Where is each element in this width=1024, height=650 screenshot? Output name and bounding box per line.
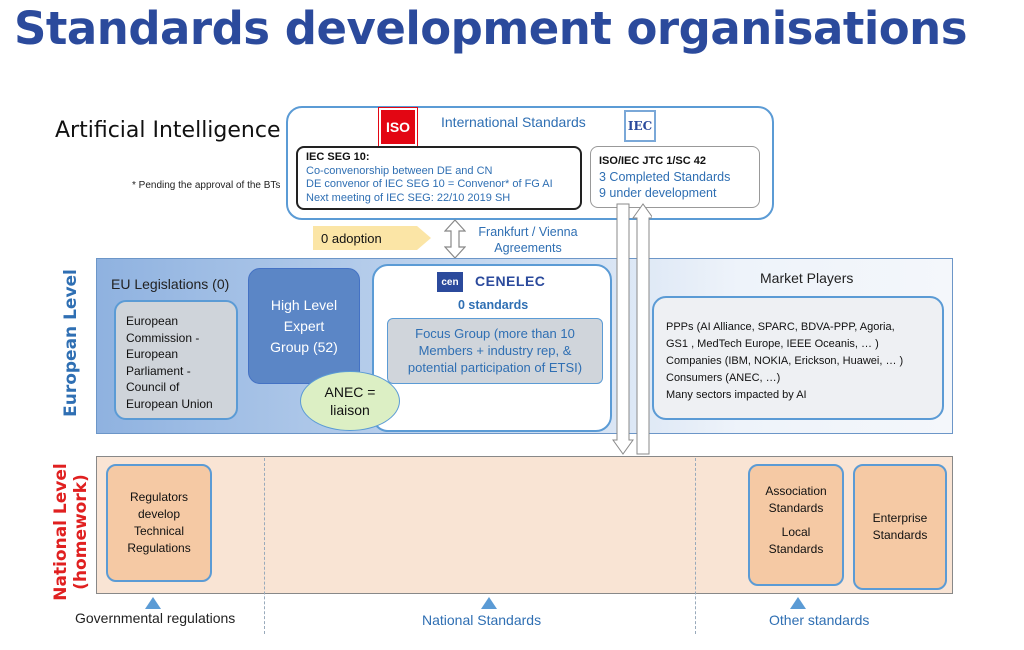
- focus-group-line: Members + industry rep, &: [418, 343, 572, 358]
- eu-institutions-line: European: [126, 314, 179, 328]
- iec-seg-line: DE convenor of IEC SEG 10 = Convenor* of…: [306, 178, 553, 190]
- adoption-label: 0 adoption: [321, 230, 382, 246]
- iec-seg-heading: IEC SEG 10:: [306, 151, 370, 163]
- anec-line: liaison: [330, 402, 370, 418]
- association-line: Standards: [768, 501, 824, 515]
- hleg-line: Group (52): [270, 338, 338, 355]
- national-level-text: National Level (homework): [51, 463, 91, 600]
- regulators-line: Regulations: [127, 541, 191, 555]
- market-players-box: PPPs (AI Alliance, SPARC, BDVA-PPP, Agor…: [652, 296, 944, 420]
- iec-seg-line: Co-convenorship between DE and CN: [306, 164, 493, 177]
- eu-institutions-line: Parliament -: [126, 363, 191, 378]
- european-level-label: European Level: [56, 268, 86, 418]
- double-arrow-icon: [444, 219, 466, 259]
- eu-institutions-line: European Union: [126, 396, 213, 411]
- international-standards-label: International Standards: [441, 114, 586, 130]
- regulators-box: Regulators develop Technical Regulations: [106, 464, 212, 582]
- enterprise-line: Standards: [872, 528, 928, 542]
- eu-institutions-line: European: [126, 347, 179, 361]
- cen-standards-count: 0 standards: [458, 298, 529, 312]
- regulators-line: Technical: [133, 524, 185, 538]
- adoption-arrow-tip: [417, 226, 431, 250]
- frankfurt-vienna-label: Frankfurt / Vienna Agreements: [478, 225, 578, 255]
- high-level-expert-group-box: High Level Expert Group (52): [248, 268, 360, 384]
- eu-institutions-line: Commission -: [126, 330, 200, 345]
- hleg-line: High Level: [270, 296, 338, 313]
- divider-left: [264, 458, 265, 634]
- triangle-icon: [481, 597, 497, 609]
- regulators-line: Regulators: [129, 490, 189, 504]
- iec-seg-box: IEC SEG 10: Co-convenorship between DE a…: [296, 146, 582, 210]
- anec-liaison-ellipse: ANEC = liaison: [300, 371, 400, 431]
- iec-seg-line: Next meeting of IEC SEG: 22/10 2019 SH: [306, 191, 511, 204]
- adoption-arrow: 0 adoption: [313, 226, 417, 250]
- regulators-line: develop: [137, 507, 181, 521]
- page-title: Standards development organisations: [14, 2, 968, 55]
- enterprise-line: Enterprise: [872, 511, 928, 525]
- local-line: Local: [781, 525, 811, 539]
- market-players-title: Market Players: [760, 270, 854, 286]
- jtc-box: ISO/IEC JTC 1/SC 42 3 Completed Standard…: [590, 146, 760, 208]
- market-players-line: GS1 , MedTech Europe, IEEE Oceanis, … ): [666, 338, 879, 350]
- pending-footnote: * Pending the approval of the BTs: [132, 180, 281, 191]
- national-standards-label: National Standards: [422, 612, 542, 628]
- association-line: Association: [765, 484, 827, 498]
- other-standards-label: Other standards: [769, 612, 870, 628]
- enterprise-standards-box: Enterprise Standards: [853, 464, 947, 590]
- focus-group-box: Focus Group (more than 10 Members + indu…: [387, 318, 603, 384]
- cenelec-logo: CENELEC: [475, 273, 546, 289]
- local-line: Standards: [768, 542, 824, 556]
- focus-group-line: Focus Group (more than 10: [415, 326, 575, 341]
- eu-institutions-line: Council of: [126, 380, 180, 394]
- eu-institutions-box: European Commission - European Parliamen…: [114, 300, 238, 420]
- market-players-line: Consumers (ANEC, …): [666, 372, 781, 384]
- ai-heading: Artificial Intelligence: [55, 118, 281, 143]
- market-players-line: Many sectors impacted by AI: [666, 389, 807, 401]
- triangle-icon: [790, 597, 806, 609]
- jtc-line: 3 Completed Standards: [599, 170, 731, 184]
- divider-right: [695, 458, 696, 634]
- cen-logo: cen: [437, 272, 463, 292]
- triangle-icon: [145, 597, 161, 609]
- national-level-line: (homework): [71, 474, 91, 590]
- national-level-label: National Level (homework): [42, 462, 100, 602]
- association-local-standards-box: Association Standards Local Standards: [748, 464, 844, 586]
- jtc-line: 9 under development: [599, 186, 717, 200]
- national-level-line: National Level: [51, 463, 71, 601]
- iso-logo: ISO: [379, 108, 417, 146]
- hleg-line: Expert: [283, 317, 325, 334]
- anec-line: ANEC =: [324, 384, 376, 400]
- focus-group-line: potential participation of ETSI): [407, 360, 583, 375]
- eu-legislations-label: EU Legislations (0): [111, 276, 230, 292]
- jtc-heading: ISO/IEC JTC 1/SC 42: [599, 155, 706, 167]
- governmental-regulations-label: Governmental regulations: [75, 610, 236, 626]
- european-level-text: European Level: [61, 269, 81, 417]
- iec-logo: IEC: [624, 110, 656, 142]
- vertical-arrows: [612, 203, 652, 455]
- market-players-line: Companies (IBM, NOKIA, Erickson, Huawei,…: [666, 355, 904, 367]
- market-players-line: PPPs (AI Alliance, SPARC, BDVA-PPP, Agor…: [666, 321, 895, 333]
